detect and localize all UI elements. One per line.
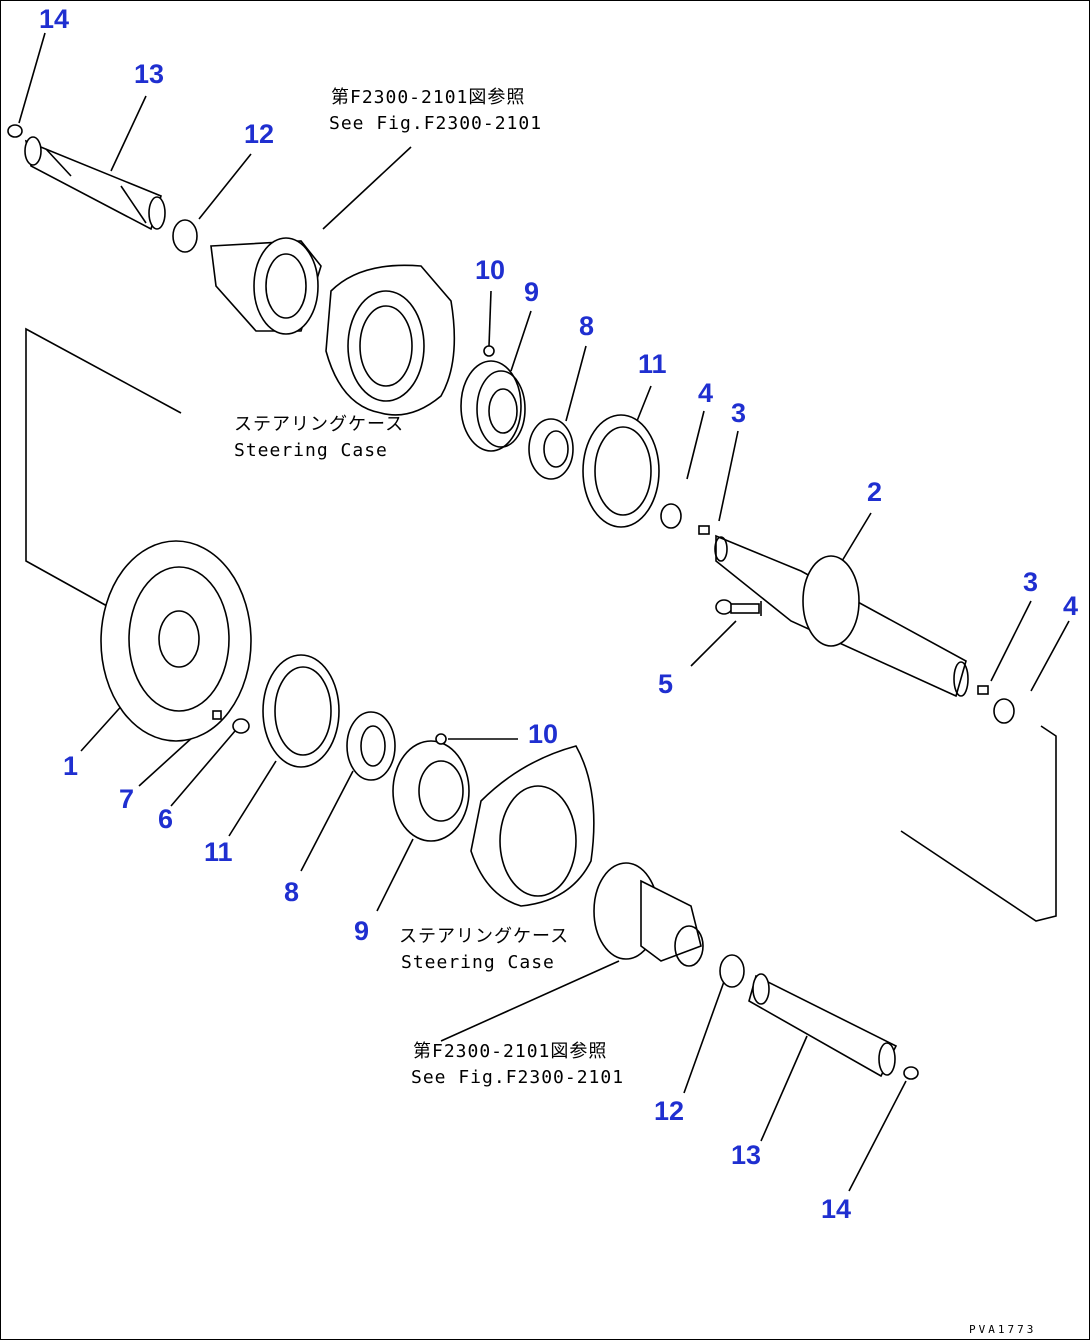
- callout-9-bottom[interactable]: 9: [354, 916, 370, 946]
- callout-1[interactable]: 1: [63, 751, 79, 781]
- part-7-washer: [212, 710, 222, 720]
- steering-case-label-top-jp: ステアリングケース: [234, 414, 405, 435]
- part-3-seal-right: [977, 685, 989, 695]
- part-14-plug-bottom: [903, 1066, 919, 1080]
- part-8-bearing-bottom: [346, 711, 396, 781]
- part-12-bushing-bottom: [719, 954, 745, 988]
- callout-3-top[interactable]: 3: [731, 398, 747, 428]
- part-13-shaft-bottom: [748, 973, 898, 1078]
- part-2-shaft: [714, 534, 969, 698]
- part-13-shaft-top: [24, 136, 166, 231]
- carrier-bottom: [593, 862, 704, 967]
- callout-14-top[interactable]: 14: [39, 4, 70, 34]
- steering-case-label-bottom-jp: ステアリングケース: [399, 926, 570, 947]
- steering-case-top: [325, 264, 456, 416]
- callout-11-top[interactable]: 11: [638, 349, 667, 379]
- carrier-top: [210, 237, 322, 335]
- part-12-bushing-top: [172, 219, 198, 253]
- part-3-seal-top: [698, 525, 710, 535]
- ref-note-bottom-en: See Fig.F2300-2101: [411, 1067, 625, 1088]
- part-1-bevel-gear: [100, 540, 252, 742]
- callout-8-top[interactable]: 8: [579, 311, 595, 341]
- callout-12-bottom[interactable]: 12: [654, 1096, 685, 1126]
- part-10-plug-top: [483, 345, 495, 357]
- part-4-shim-top: [660, 503, 682, 529]
- callout-14-bottom[interactable]: 14: [821, 1194, 852, 1224]
- part-11-nut-top: [582, 414, 660, 528]
- ref-note-bottom-jp: 第F2300-2101図参照: [413, 1041, 608, 1062]
- callout-13-top[interactable]: 13: [134, 59, 165, 89]
- part-9-cage-top: [460, 360, 526, 452]
- callout-7[interactable]: 7: [119, 784, 135, 814]
- steering-case-bottom: [470, 745, 595, 907]
- part-4-shim-right: [993, 698, 1015, 724]
- part-5-bolt: [715, 599, 760, 615]
- callout-3-right[interactable]: 3: [1023, 567, 1039, 597]
- callout-10-bottom[interactable]: 10: [528, 719, 559, 749]
- part-10-plug-bottom: [435, 733, 447, 745]
- callout-5[interactable]: 5: [658, 669, 674, 699]
- callout-13-bottom[interactable]: 13: [731, 1140, 762, 1170]
- callout-4-right[interactable]: 4: [1063, 591, 1079, 621]
- ref-note-top-en: See Fig.F2300-2101: [329, 113, 543, 134]
- callout-4-top[interactable]: 4: [698, 378, 714, 408]
- callout-12-top[interactable]: 12: [244, 119, 275, 149]
- part-11-nut-bottom: [262, 654, 340, 768]
- steering-case-label-bottom-en: Steering Case: [401, 952, 555, 973]
- leader-lines: [18, 32, 1070, 1192]
- steering-case-label-top-en: Steering Case: [234, 440, 388, 461]
- callout-10-top[interactable]: 10: [475, 255, 506, 285]
- part-6-nut: [232, 718, 250, 734]
- callout-6[interactable]: 6: [158, 804, 174, 834]
- drawing-code: PVA1773: [969, 1323, 1037, 1336]
- part-8-bearing-top: [528, 418, 574, 480]
- callout-9-top[interactable]: 9: [524, 277, 540, 307]
- callout-2[interactable]: 2: [867, 477, 883, 507]
- callout-8-bottom[interactable]: 8: [284, 877, 300, 907]
- part-14-plug-top: [7, 124, 23, 138]
- ref-note-top-jp: 第F2300-2101図参照: [331, 87, 526, 108]
- part-9-cage-bottom: [392, 740, 470, 842]
- callout-11-bottom[interactable]: 11: [204, 837, 233, 867]
